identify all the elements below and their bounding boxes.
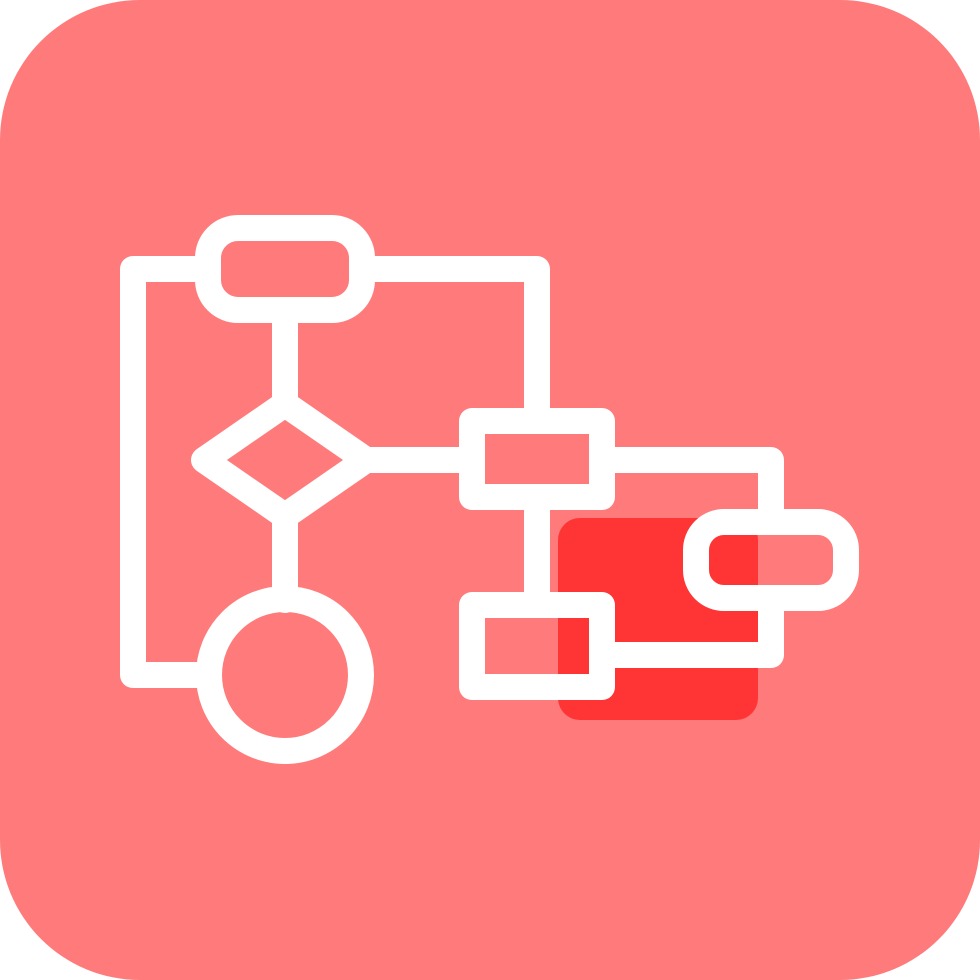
connector-bottom-box-to-right-terminator	[589, 585, 784, 668]
connector-process-to-right-terminator	[589, 447, 784, 535]
flowchart-lines	[120, 215, 859, 764]
connector-start-to-process	[349, 256, 550, 434]
connector-loop-left	[120, 256, 222, 688]
